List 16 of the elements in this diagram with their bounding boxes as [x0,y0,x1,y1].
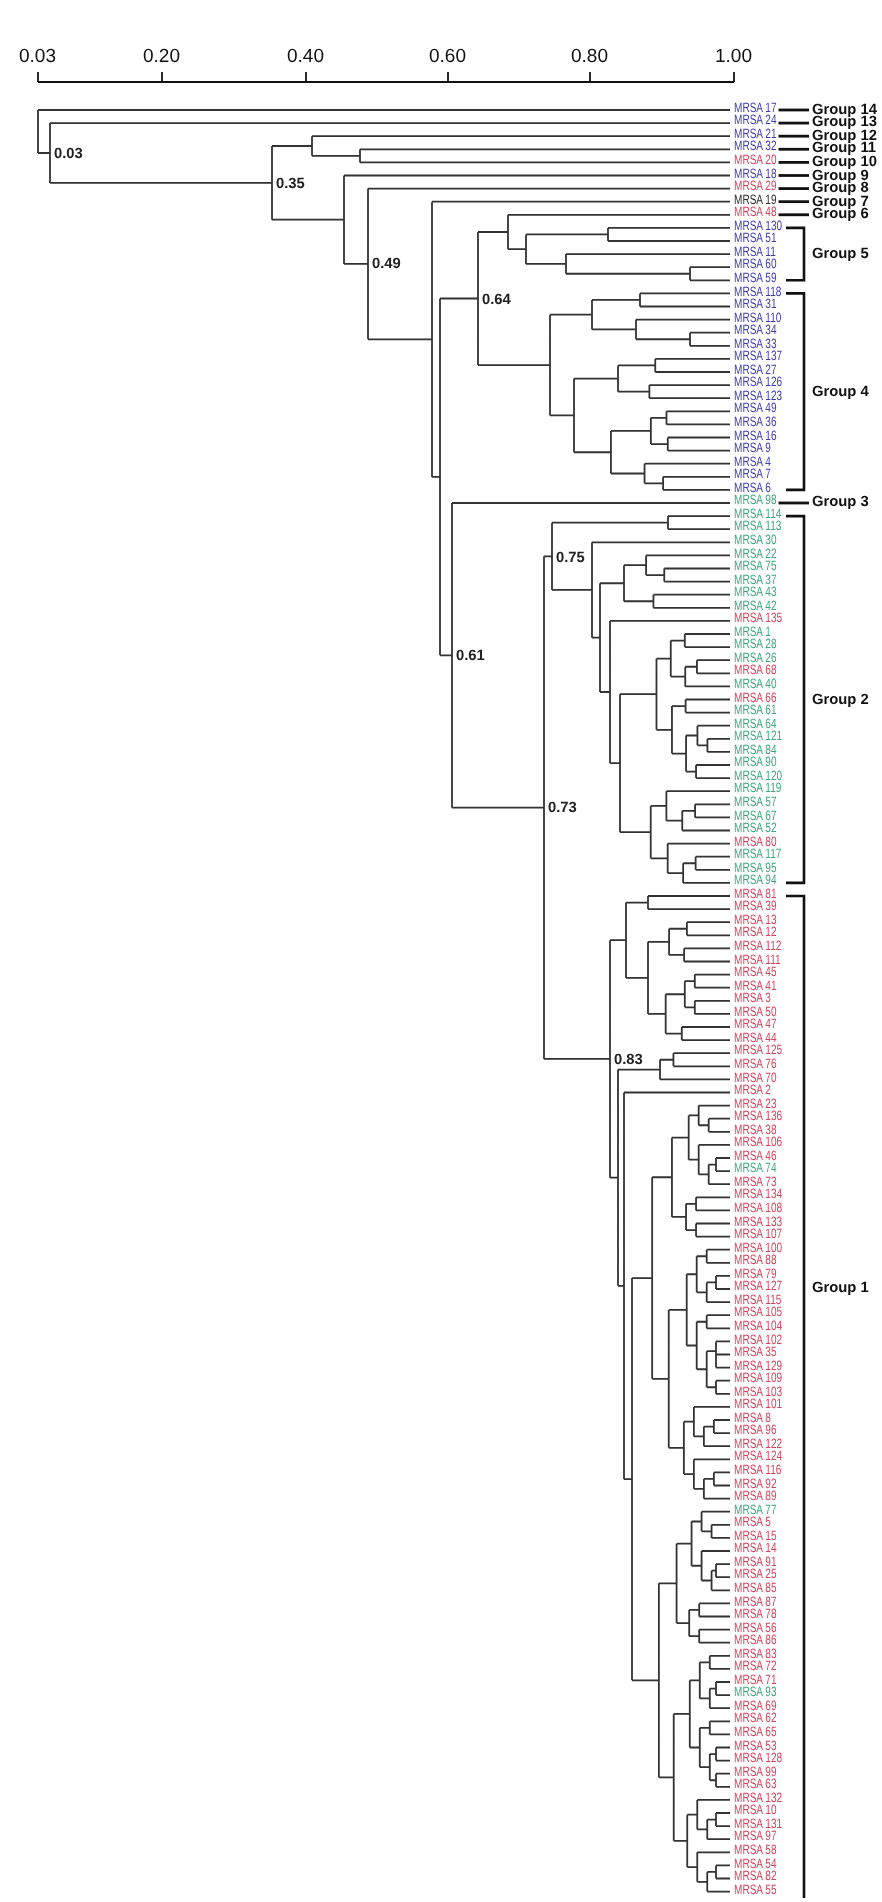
scale-label: 0.60 [429,48,466,68]
connector-line [778,174,809,177]
connector-line [778,200,809,204]
connector-line [778,213,809,217]
scale-label: 0.03 [19,48,56,68]
connector-line [778,121,809,125]
connector-line [778,187,809,190]
connector-line [778,501,809,505]
connector-line [778,108,809,112]
scale-label: 0.40 [287,48,324,68]
connector-line [778,147,809,151]
connector-line [778,134,809,138]
scale-label: 0.80 [571,48,608,68]
connector-line [778,161,809,164]
scale-label: 0.20 [143,48,180,68]
scale-label: 1.00 [715,48,752,68]
